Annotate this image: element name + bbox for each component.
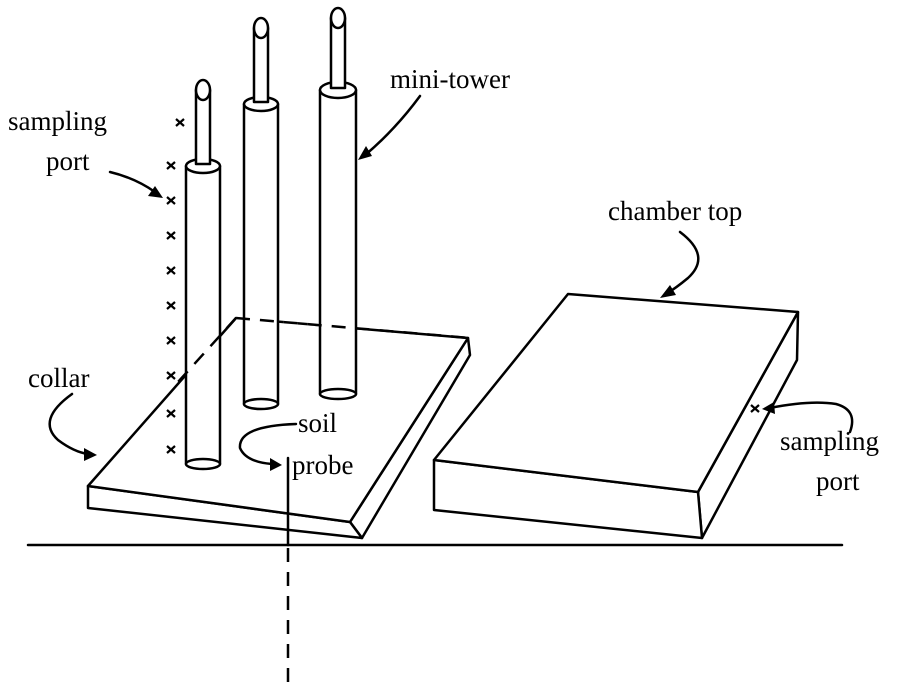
arrow-sampling-port-left bbox=[108, 170, 163, 198]
chamber-top-label: chamber top bbox=[608, 196, 742, 226]
collar-hidden-edge-top bbox=[235, 316, 471, 340]
sampling-port-mark-chamber bbox=[750, 404, 760, 413]
collar-label: collar bbox=[28, 363, 89, 393]
sampling-port-left-label-line2: port bbox=[46, 146, 90, 176]
sampling-port-marks bbox=[166, 118, 185, 454]
arrow-soil-probe bbox=[238, 422, 298, 471]
sampling-port-right-label-line1: sampling bbox=[780, 426, 879, 456]
arrow-collar bbox=[48, 392, 97, 461]
collar bbox=[86, 315, 472, 540]
sampling-port-right-label-line2: port bbox=[816, 466, 860, 496]
arrow-mini-tower bbox=[358, 94, 422, 160]
mini-tower-left bbox=[184, 78, 222, 471]
soil-probe-label-line2: probe bbox=[292, 450, 353, 480]
arrow-sampling-port-right bbox=[762, 401, 854, 434]
chamber-top bbox=[432, 292, 800, 540]
arrow-chamber-top bbox=[660, 230, 700, 298]
soil-probe-label-line1: soil bbox=[298, 408, 337, 438]
mini-tower-label: mini-tower bbox=[390, 64, 510, 94]
sampling-port-left-label-line1: sampling bbox=[8, 106, 107, 136]
mini-tower-middle bbox=[242, 16, 280, 411]
mini-tower-right bbox=[318, 6, 358, 401]
